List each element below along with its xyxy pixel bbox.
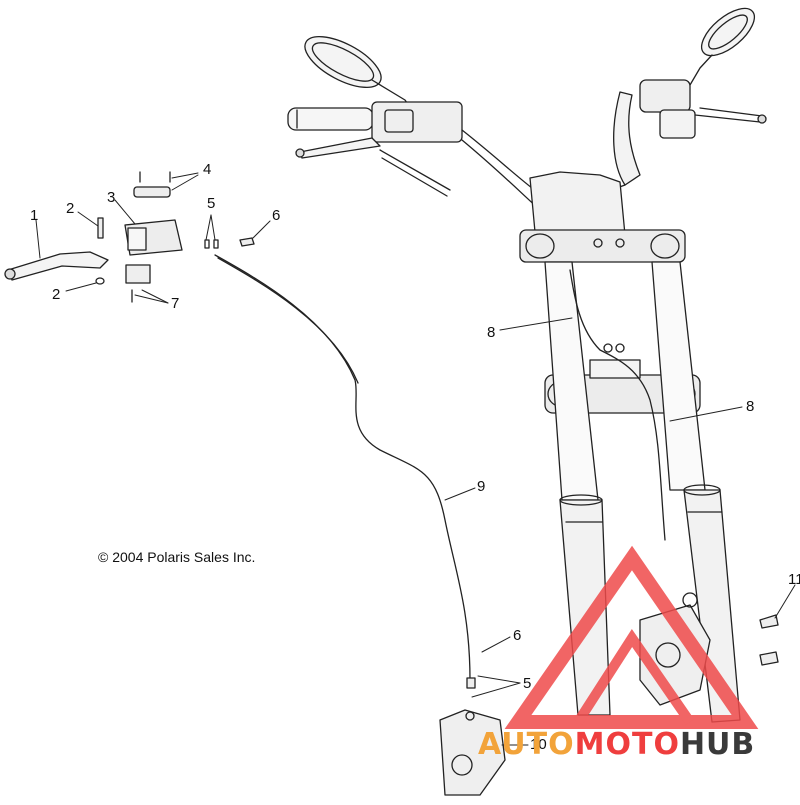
callout-5-upper: 5 xyxy=(207,195,216,212)
right-mirror xyxy=(689,7,755,86)
brake-caliper-lower xyxy=(439,709,506,796)
callout-2-lower: 2 xyxy=(52,286,61,303)
callout-8-lower: 8 xyxy=(746,398,755,415)
watermark-auto: AUTO xyxy=(478,727,575,762)
watermark-moto: MOTO xyxy=(574,727,680,762)
callout-11: 11 xyxy=(788,571,800,588)
leader-lines xyxy=(35,172,796,746)
watermark-hub: HUB xyxy=(679,727,756,762)
callout-2-upper: 2 xyxy=(66,200,75,217)
watermark-text: AUTOMOTOHUB xyxy=(478,727,755,762)
callout-9: 9 xyxy=(477,478,486,495)
callout-4: 4 xyxy=(203,161,212,178)
fork-left xyxy=(544,261,611,716)
copyright-notice: © 2004 Polaris Sales Inc. xyxy=(98,549,256,565)
callout-6-upper: 6 xyxy=(272,207,281,224)
callout-6-lower: 6 xyxy=(513,627,522,644)
handlebar-left xyxy=(287,101,546,211)
callout-10: 10 xyxy=(530,736,547,753)
callout-8-upper: 8 xyxy=(487,324,496,341)
callout-3: 3 xyxy=(107,189,116,206)
handlebar-right xyxy=(534,79,767,194)
upper-triple-clamp xyxy=(519,171,686,263)
fork-brake-line xyxy=(569,269,666,541)
callout-5-lower: 5 xyxy=(523,675,532,692)
callout-7: 7 xyxy=(171,295,180,312)
brake-hose xyxy=(214,254,476,689)
master-cylinder-assembly xyxy=(4,171,255,303)
left-mirror xyxy=(304,36,413,111)
fork-right xyxy=(651,261,741,723)
watermark-logo xyxy=(504,545,759,729)
callout-1: 1 xyxy=(30,207,39,224)
caliper-bolts xyxy=(759,614,779,666)
